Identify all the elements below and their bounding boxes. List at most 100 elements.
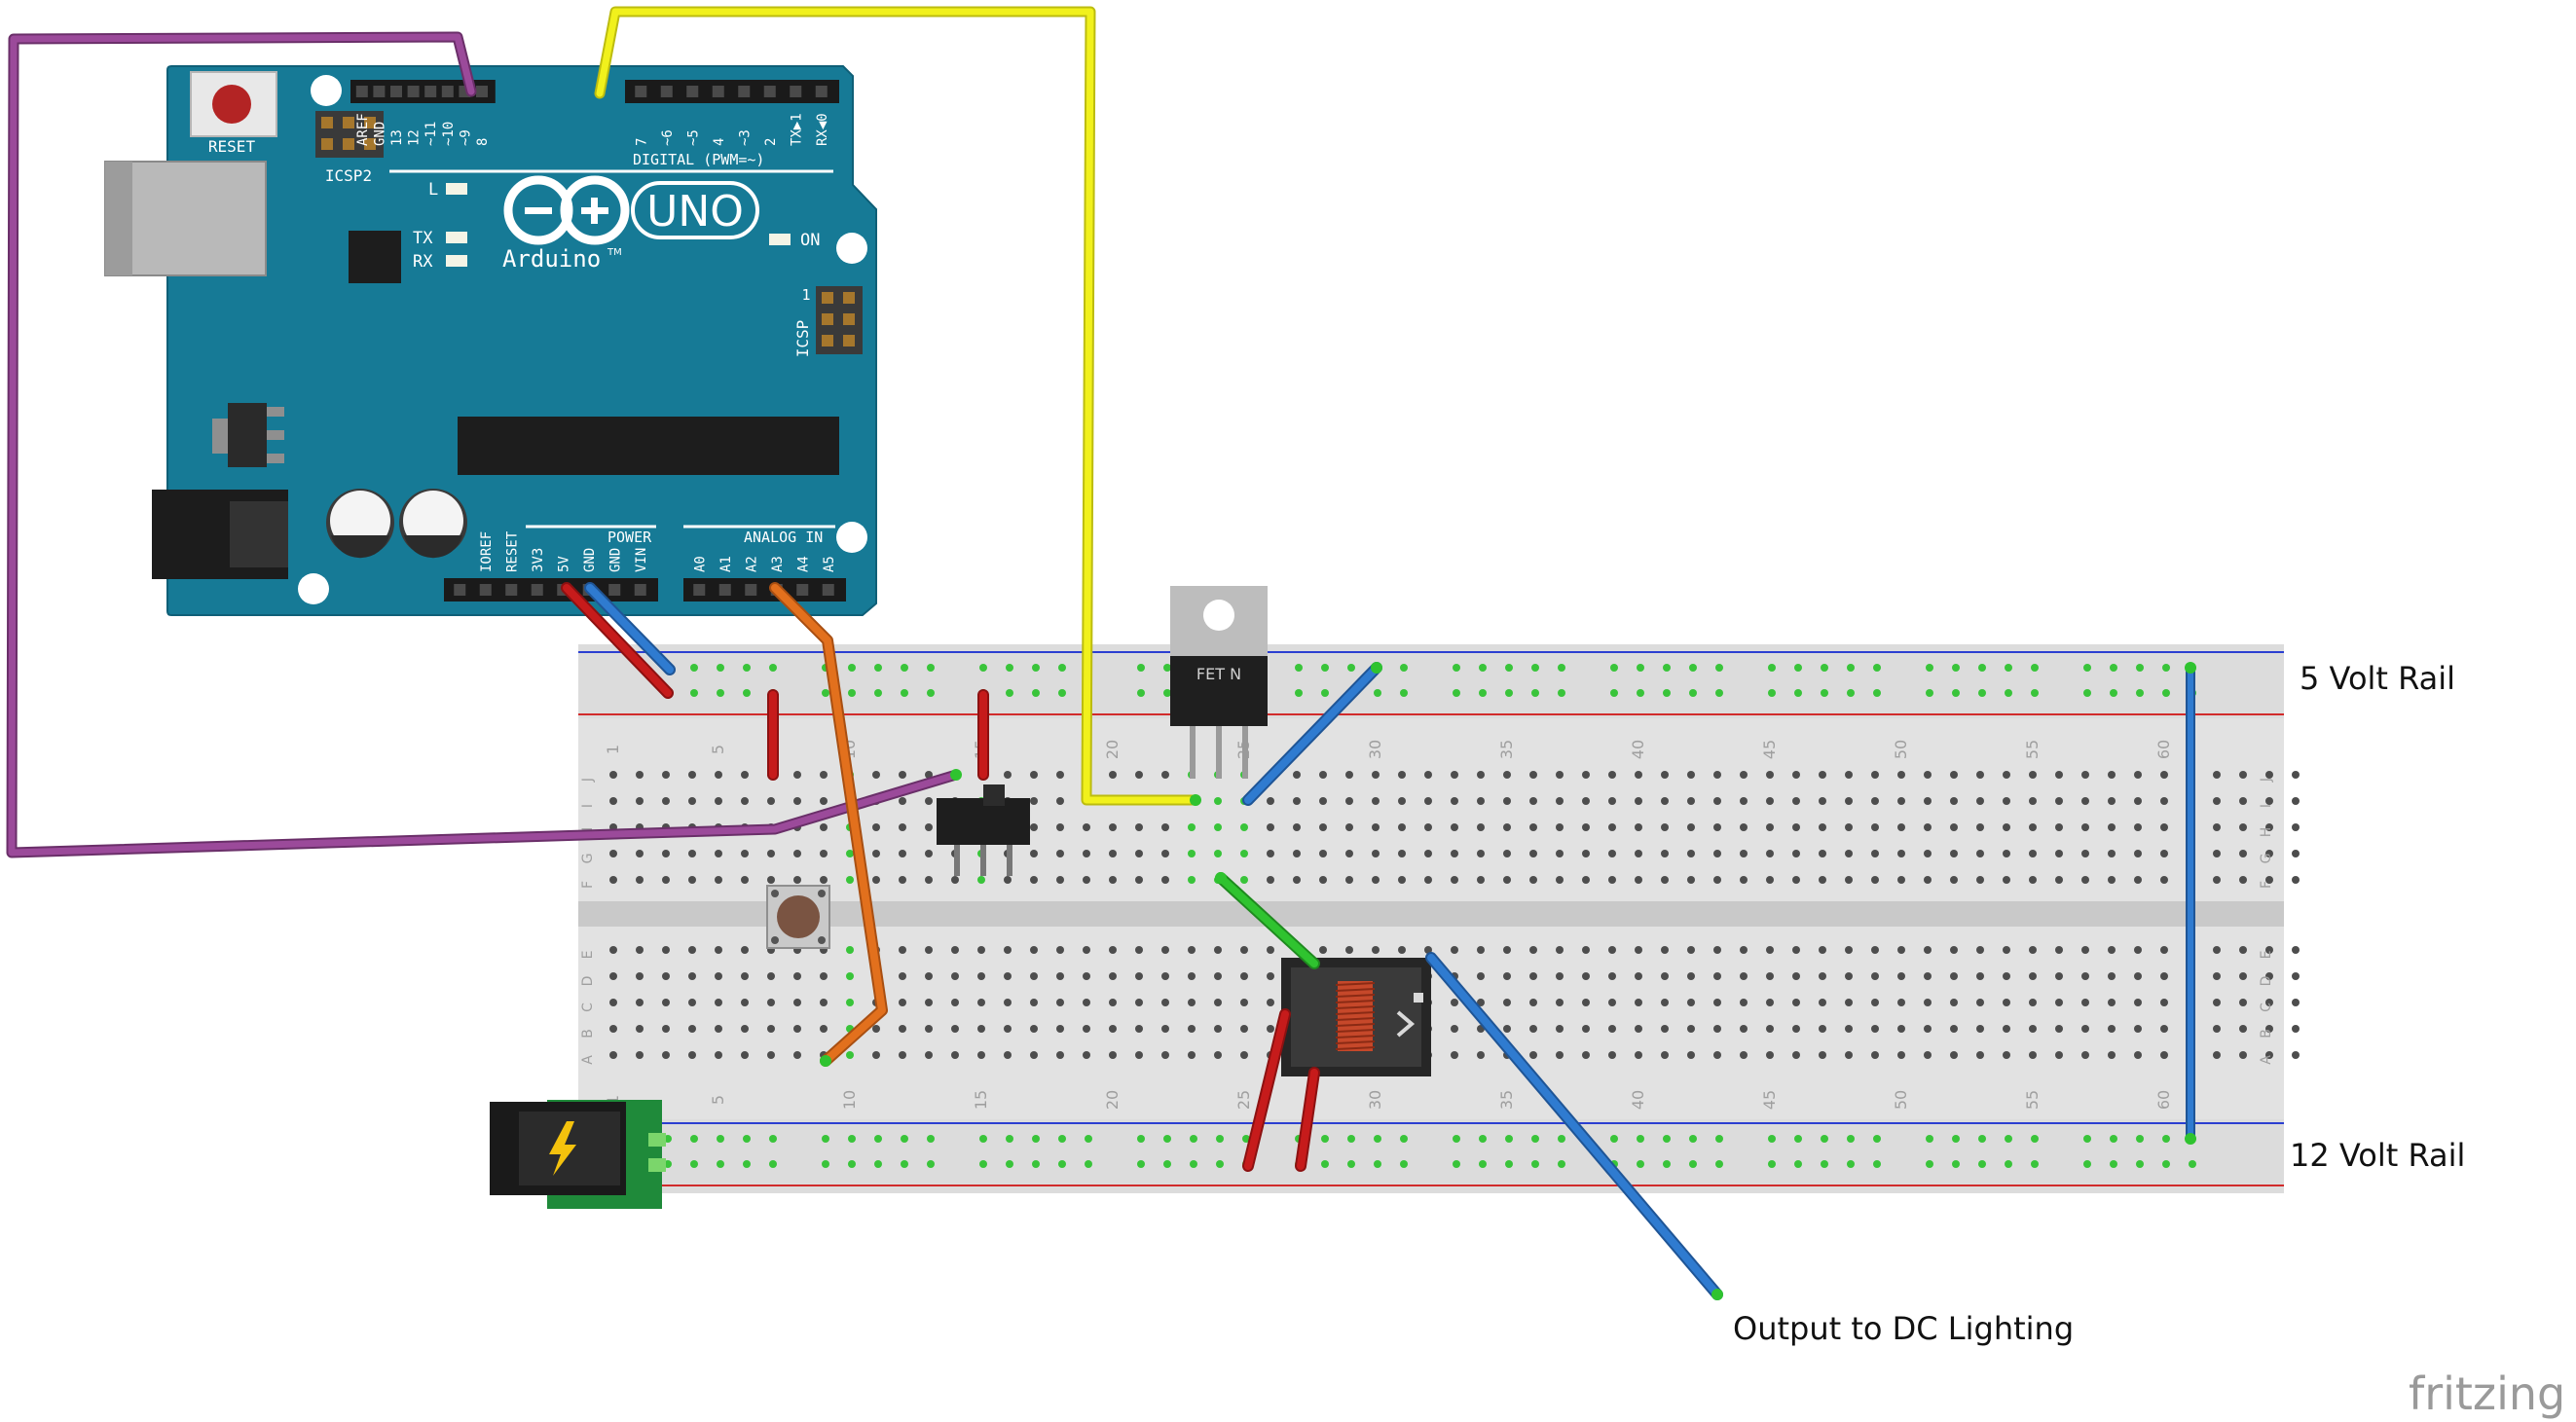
breadboard-hole bbox=[925, 797, 933, 805]
breadboard-hole bbox=[1950, 1051, 1958, 1059]
breadboard-hole bbox=[1083, 823, 1090, 831]
breadboard-hole bbox=[609, 946, 617, 954]
breadboard-hole bbox=[1030, 999, 1038, 1006]
column-number: 10 bbox=[840, 1090, 859, 1110]
breadboard-hole bbox=[2108, 823, 2116, 831]
breadboard-hole bbox=[2029, 1025, 2037, 1033]
pushbutton-cap bbox=[777, 895, 820, 938]
rail-hole bbox=[1347, 664, 1355, 672]
rail-hole bbox=[2083, 1135, 2091, 1143]
breadboard-hole bbox=[1004, 876, 1012, 884]
rail-hole bbox=[1978, 664, 1986, 672]
breadboard-hole bbox=[1845, 1051, 1853, 1059]
coil-turn bbox=[1335, 1023, 1376, 1027]
rail-hole bbox=[717, 1160, 724, 1168]
breadboard-hole bbox=[2160, 999, 2168, 1006]
breadboard-hole bbox=[1687, 823, 1695, 831]
breadboard-hole bbox=[793, 797, 801, 805]
breadboard-hole bbox=[2081, 771, 2089, 779]
breadboard-hole bbox=[925, 972, 933, 980]
breadboard-hole bbox=[662, 946, 670, 954]
breadboard-hole bbox=[1030, 823, 1038, 831]
breadboard-hole bbox=[1345, 850, 1353, 857]
rail-hole bbox=[1715, 664, 1723, 672]
rail-hole bbox=[1190, 1135, 1197, 1143]
rail-hole bbox=[2136, 1160, 2144, 1168]
mosfet-body bbox=[1170, 656, 1268, 726]
row-letter: E bbox=[580, 951, 596, 960]
breadboard-hole bbox=[1135, 850, 1143, 857]
breadboard-hole bbox=[741, 999, 749, 1006]
breadboard-hole bbox=[1161, 972, 1169, 980]
breadboard-hole bbox=[715, 1025, 722, 1033]
rail-hole bbox=[1610, 1135, 1618, 1143]
breadboard-hole bbox=[1976, 876, 1984, 884]
breadboard-hole bbox=[688, 946, 696, 954]
rail-hole bbox=[2083, 689, 2091, 697]
breadboard-hole bbox=[1661, 876, 1669, 884]
breadboard-hole bbox=[1529, 771, 1537, 779]
breadboard-hole bbox=[1582, 999, 1590, 1006]
rail-hole bbox=[690, 664, 698, 672]
breadboard-hole bbox=[2160, 1051, 2168, 1059]
power-label: POWER bbox=[607, 529, 652, 546]
wire-end bbox=[1371, 662, 1382, 674]
rail-hole bbox=[743, 1135, 751, 1143]
led-on-label: ON bbox=[800, 231, 820, 250]
breadboard-hole bbox=[715, 972, 722, 980]
breadboard-hole bbox=[2029, 823, 2037, 831]
row-letter: F bbox=[580, 881, 596, 889]
breadboard-hole bbox=[1345, 823, 1353, 831]
icsp-pin bbox=[364, 117, 376, 128]
analog-pin-label: A4 bbox=[795, 556, 811, 572]
breadboard-hole bbox=[793, 850, 801, 857]
breadboard-hole bbox=[1845, 876, 1853, 884]
mount-hole bbox=[836, 522, 867, 553]
rail-hole bbox=[874, 689, 882, 697]
breadboard-hole bbox=[793, 771, 801, 779]
rail-hole bbox=[1531, 1160, 1539, 1168]
breadboard-hole bbox=[2134, 972, 2142, 980]
breadboard-hole bbox=[1424, 771, 1432, 779]
rail-hole bbox=[1926, 1135, 1933, 1143]
breadboard-hole bbox=[899, 771, 906, 779]
row-letter: G bbox=[2259, 854, 2274, 864]
rail-hole bbox=[1479, 664, 1487, 672]
column-number: 40 bbox=[1629, 740, 1647, 759]
breadboard-hole bbox=[1214, 797, 1222, 805]
breadboard-hole bbox=[1924, 823, 1932, 831]
breadboard-hole bbox=[1267, 823, 1274, 831]
mount-hole bbox=[298, 573, 329, 604]
rail-hole bbox=[1085, 1160, 1092, 1168]
breadboard-hole bbox=[767, 999, 775, 1006]
breadboard-hole bbox=[2081, 797, 2089, 805]
breadboard-hole bbox=[899, 999, 906, 1006]
breadboard-hole bbox=[1529, 823, 1537, 831]
breadboard-hole bbox=[1950, 850, 1958, 857]
breadboard-hole bbox=[1372, 850, 1380, 857]
breadboard-hole bbox=[793, 999, 801, 1006]
breadboard-hole bbox=[715, 999, 722, 1006]
breadboard-hole bbox=[1135, 972, 1143, 980]
voltage-regulator-pin bbox=[212, 419, 228, 454]
arduino-infinity-logo bbox=[503, 175, 630, 245]
breadboard-hole bbox=[2081, 850, 2089, 857]
header-pin bbox=[634, 584, 646, 596]
breadboard-hole bbox=[1503, 797, 1511, 805]
relay-pin bbox=[1414, 993, 1423, 1003]
breadboard-hole bbox=[2213, 797, 2221, 805]
breadboard-hole bbox=[1503, 876, 1511, 884]
rail-hole bbox=[1400, 664, 1408, 672]
breadboard-hole bbox=[741, 946, 749, 954]
breadboard-hole bbox=[872, 1025, 880, 1033]
breadboard-hole bbox=[1687, 999, 1695, 1006]
header-pin bbox=[479, 584, 492, 596]
breadboard-hole bbox=[1740, 823, 1748, 831]
breadboard-hole bbox=[1766, 876, 1774, 884]
breadboard-hole bbox=[1871, 946, 1879, 954]
power-pin-label: VIN bbox=[634, 548, 649, 572]
mosfet-leg bbox=[1242, 726, 1248, 779]
breadboard-hole bbox=[1556, 797, 1564, 805]
breadboard-hole bbox=[1950, 771, 1958, 779]
breadboard-hole bbox=[1135, 876, 1143, 884]
